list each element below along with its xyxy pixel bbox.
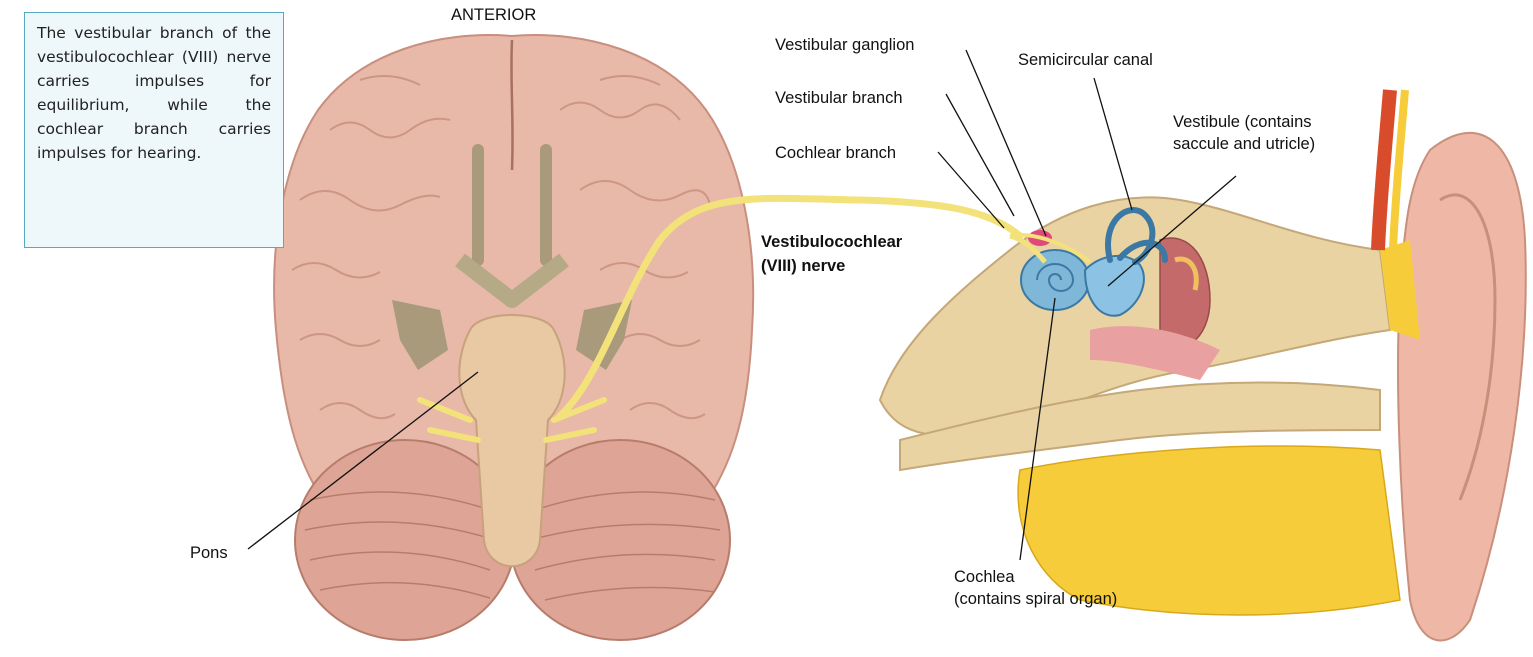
external-ear: [1398, 133, 1526, 641]
label-pons: Pons: [190, 543, 228, 563]
label-cochlea-line2: (contains spiral organ): [954, 589, 1117, 609]
label-cochlea-line1: Cochlea: [954, 567, 1015, 587]
label-nerve-line2: (VIII) nerve: [761, 256, 845, 276]
ear-cross-section: [880, 90, 1526, 640]
label-vestibule-line2: saccule and utricle): [1173, 134, 1315, 154]
label-anterior: ANTERIOR: [451, 5, 536, 25]
label-vestibular-branch: Vestibular branch: [775, 88, 903, 108]
info-box: The vestibular branch of the vestibuloco…: [24, 12, 284, 248]
info-box-text: The vestibular branch of the vestibuloco…: [37, 24, 271, 162]
label-vestibular-ganglion: Vestibular ganglion: [775, 35, 914, 55]
label-semicircular-canal: Semicircular canal: [1018, 50, 1153, 70]
label-vestibule-line1: Vestibule (contains: [1173, 112, 1312, 132]
label-cochlear-branch: Cochlear branch: [775, 143, 896, 163]
brain-inferior-view: [274, 35, 753, 640]
label-nerve-line1: Vestibulocochlear: [761, 232, 902, 252]
